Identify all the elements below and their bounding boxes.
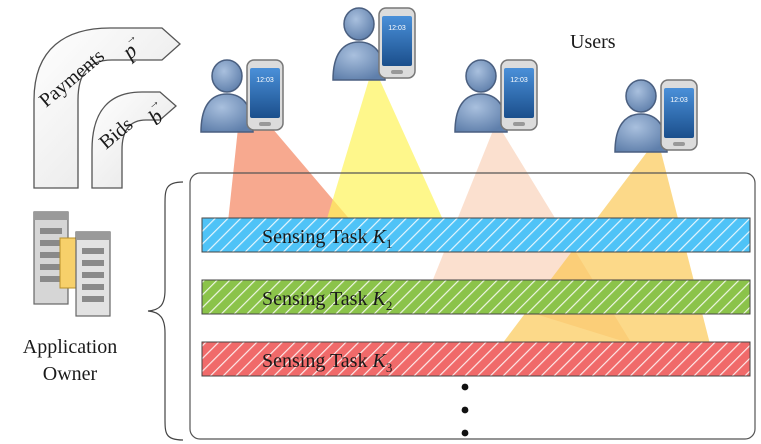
user-with-phone-icon-4 <box>614 79 698 153</box>
bids-arrow-icon <box>91 91 177 189</box>
tasks-container <box>189 172 756 440</box>
server-icon <box>33 211 111 317</box>
task-bars <box>201 217 751 377</box>
beam-user-2 <box>326 76 444 222</box>
task-bar-3[interactable] <box>201 341 751 377</box>
user-with-phone-icon-1 <box>200 59 284 133</box>
owner-label-line1: Application <box>23 336 117 358</box>
task-bar-1[interactable] <box>201 217 751 253</box>
beam-user-1 <box>228 128 352 222</box>
more-tasks-ellipsis <box>461 383 469 437</box>
payments-arrow-icon <box>33 27 181 189</box>
curly-brace-icon <box>147 181 184 441</box>
task-label-2: Sensing Task K2 <box>262 288 392 313</box>
task-label-1: Sensing Task K1 <box>262 226 392 251</box>
owner-label-line2: Owner <box>43 363 98 385</box>
user-with-phone-icon-3 <box>454 59 538 133</box>
user-with-phone-icon-2 <box>332 7 416 81</box>
users-label: Users <box>570 31 616 53</box>
task-label-3: Sensing Task K3 <box>262 350 392 375</box>
task-bar-2[interactable] <box>201 279 751 315</box>
